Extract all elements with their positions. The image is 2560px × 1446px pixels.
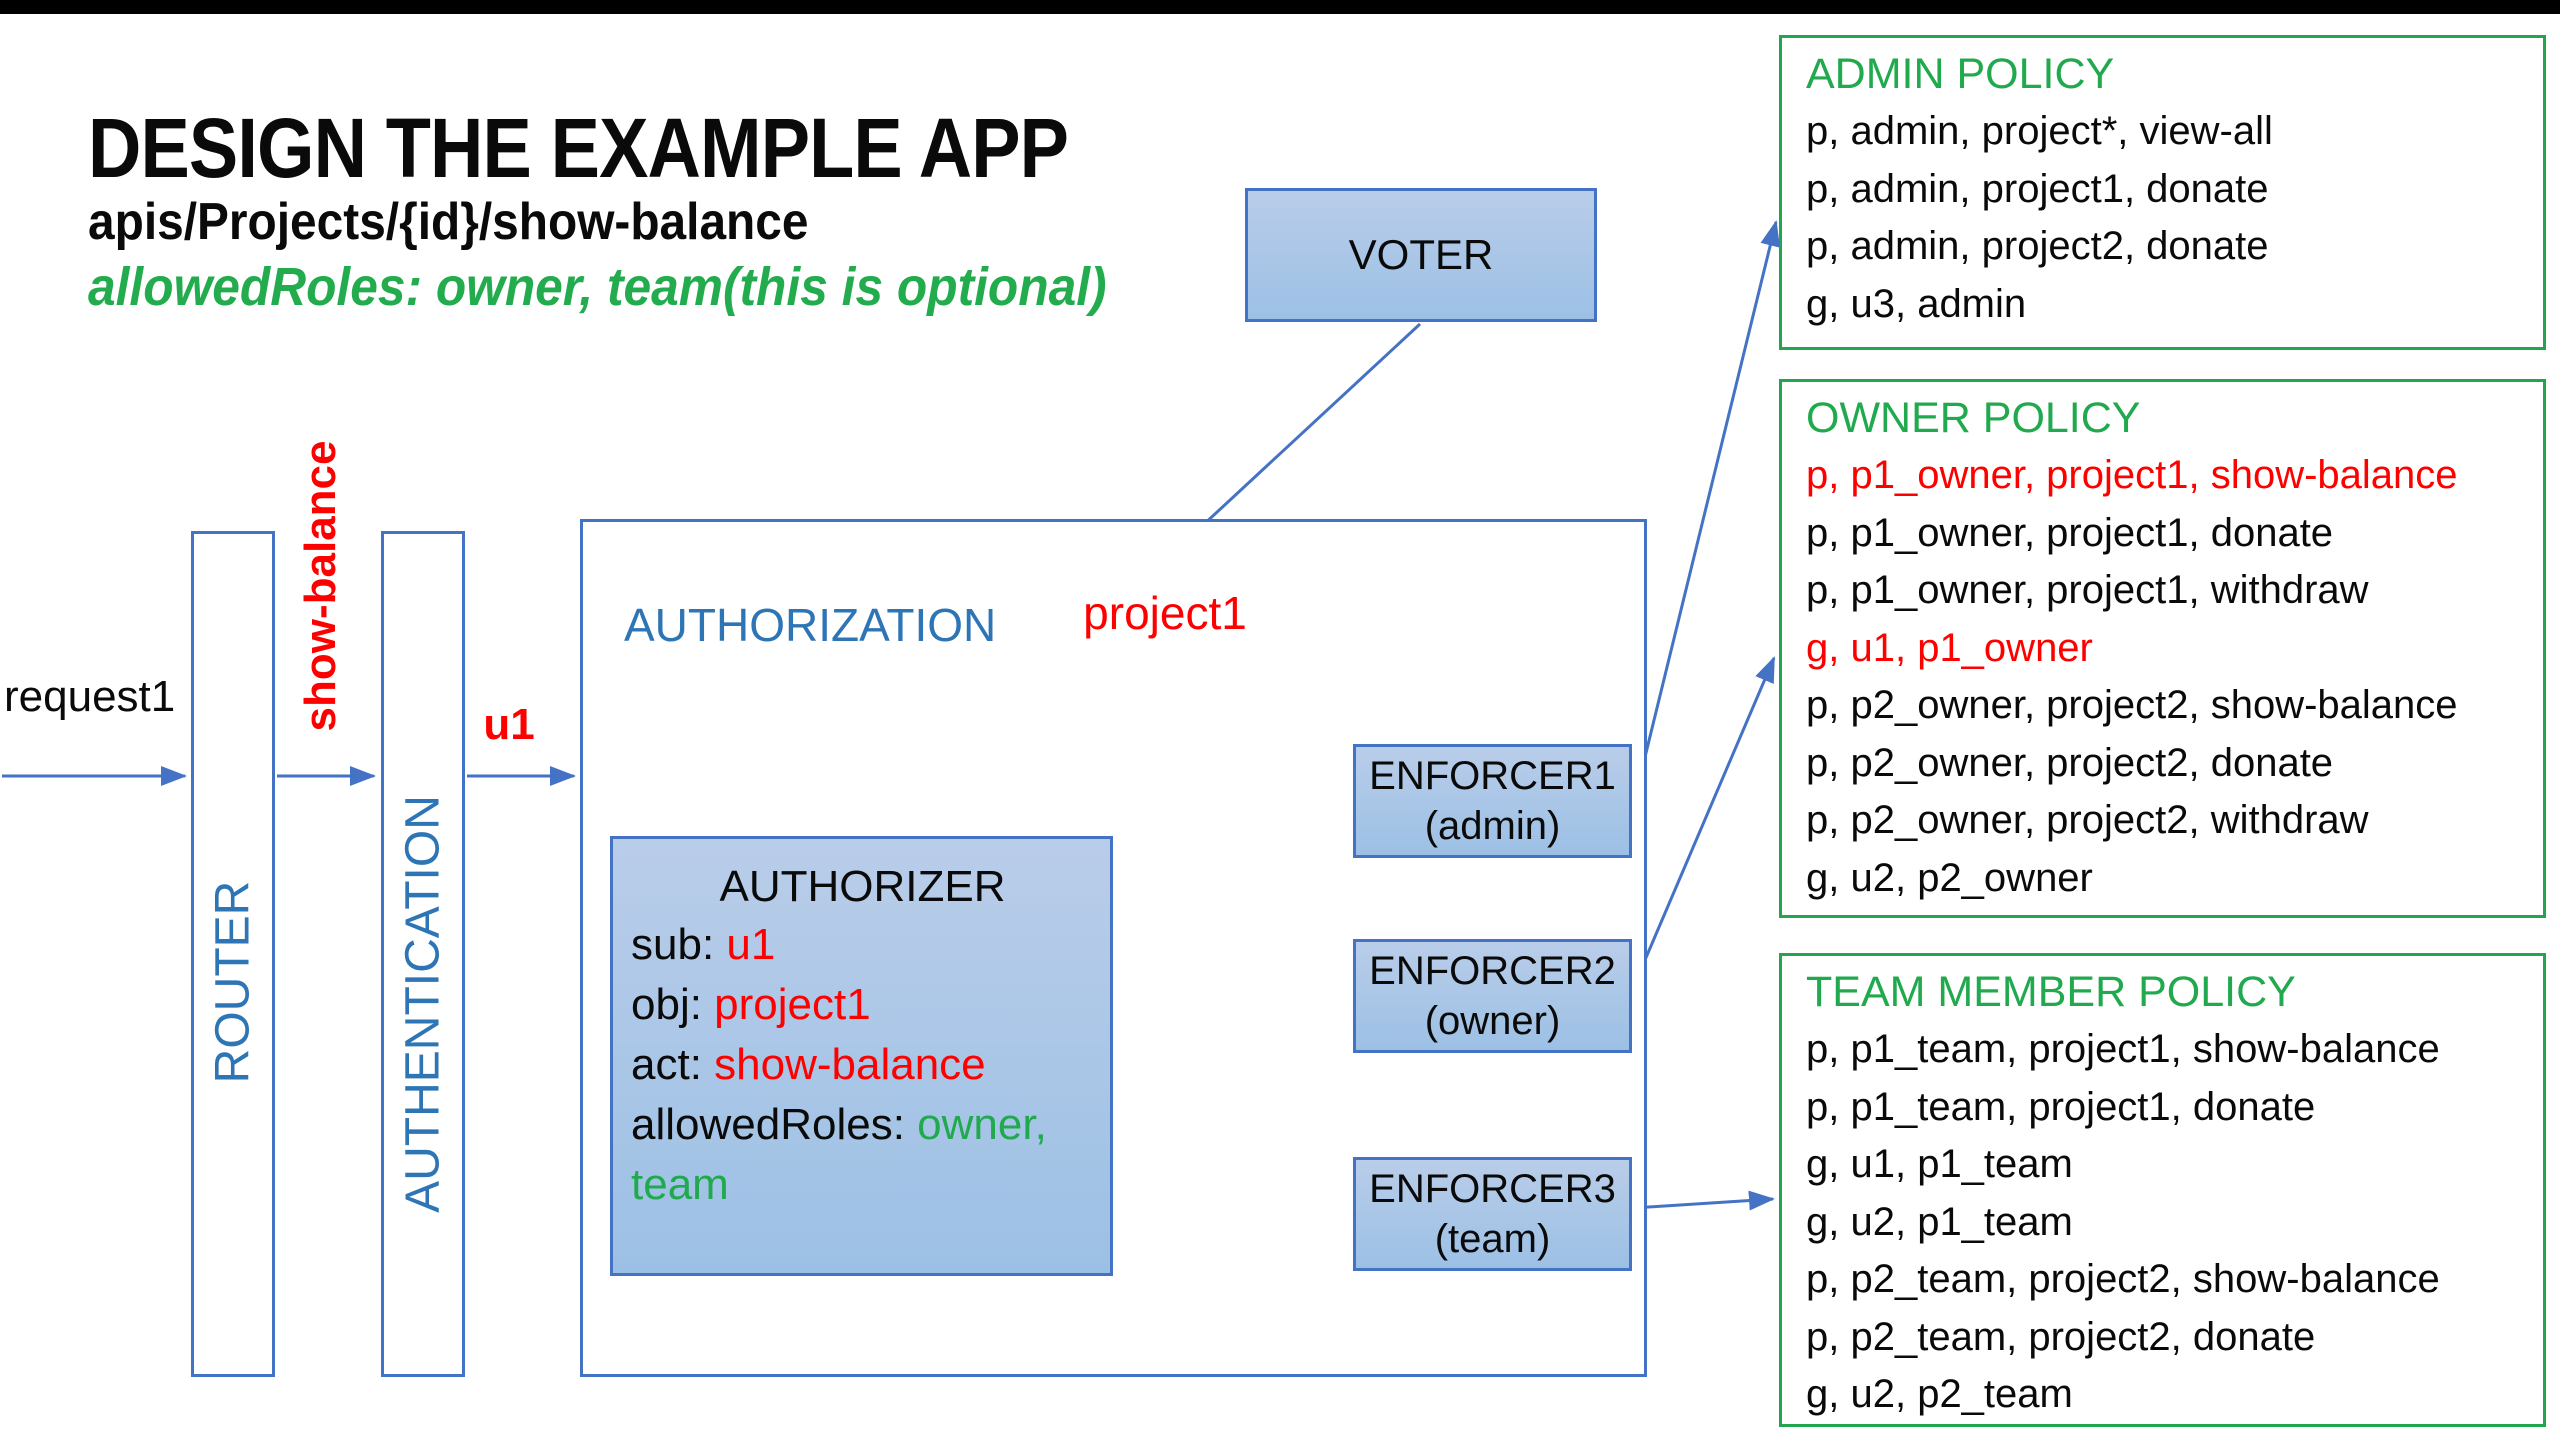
team-member-policy-box: TEAM MEMBER POLICY p, p1_team, project1,… (1779, 953, 2546, 1427)
policy-row: g, u2, p2_owner (1806, 855, 2093, 900)
policy-row: p, p2_owner, project2, donate (1806, 740, 2334, 785)
router-label: ROUTER (206, 880, 260, 1084)
policy-row: p, p2_owner, project2, show-balance (1806, 683, 2458, 727)
policy-row: g, u2, p1_team (1806, 1199, 2073, 1244)
authentication-box: AUTHENTICATION (381, 531, 465, 1377)
authorizer-field-sub: sub: u1 (631, 915, 1094, 975)
enforcer1-box: ENFORCER1 (admin) (1353, 744, 1632, 858)
policy-row: p, p1_team, project1, donate (1806, 1084, 2316, 1129)
enforcer2-name: ENFORCER2 (1369, 949, 1616, 993)
policy-row: p, admin, project1, donate (1806, 166, 2269, 211)
authentication-label: AUTHENTICATION (396, 795, 450, 1213)
policy-row: p, p2_team, project2, donate (1806, 1314, 2316, 1359)
policy-row: g, u1, p1_owner (1806, 625, 2093, 670)
policy-row: g, u1, p1_team (1806, 1142, 2073, 1186)
voter-label: VOTER (1348, 231, 1494, 278)
enforcer3-name: ENFORCER3 (1369, 1167, 1616, 1211)
policy-row: p, p2_owner, project2, withdraw (1806, 798, 2369, 842)
field-value: u1 (726, 920, 776, 969)
authorizer-field-allowedroles: allowedRoles: owner, team (631, 1095, 1094, 1215)
admin-policy-box: ADMIN POLICY p, admin, project*, view-al… (1779, 35, 2546, 350)
arrow-enforcer3-to-team-policy (1632, 1190, 1775, 1211)
owner-policy-title: OWNER POLICY (1806, 394, 2141, 442)
admin-policy-title: ADMIN POLICY (1806, 50, 2115, 98)
team-member-policy-title: TEAM MEMBER POLICY (1806, 968, 2296, 1016)
page-title: DESIGN THE EXAMPLE APP (88, 101, 1069, 195)
authorizer-box: AUTHORIZER sub: u1 obj: project1 act: sh… (610, 836, 1113, 1276)
policy-row: p, p1_owner, project1, withdraw (1806, 568, 2369, 612)
policy-row: p, admin, project*, view-all (1806, 109, 2273, 153)
policy-row: g, u2, p2_team (1806, 1372, 2073, 1416)
field-value: owner, team (631, 1100, 1047, 1209)
field-label: sub: (631, 920, 727, 969)
enforcer3-box: ENFORCER3 (team) (1353, 1157, 1632, 1271)
authorizer-field-obj: obj: project1 (631, 975, 1094, 1035)
authorizer-field-act: act: show-balance (631, 1035, 1094, 1095)
voter-box: VOTER (1245, 188, 1597, 322)
allowed-roles-note: allowedRoles: owner, team(this is option… (88, 257, 1107, 317)
policy-row: p, p1_team, project1, show-balance (1806, 1027, 2440, 1071)
request1-label: request1 (4, 672, 176, 721)
policy-row: p, p1_owner, project1, donate (1806, 510, 2334, 555)
enforcer1-name: ENFORCER1 (1369, 754, 1616, 798)
field-value: show-balance (714, 1040, 986, 1089)
authorizer-title: AUTHORIZER (719, 862, 1006, 911)
show-balance-label: show-balance (296, 440, 345, 732)
field-value: project1 (714, 980, 871, 1029)
enforcer2-role: (owner) (1424, 999, 1561, 1043)
u1-label: u1 (483, 700, 535, 749)
enforcer1-role: (admin) (1424, 804, 1561, 848)
policy-row: p, p1_owner, project1, show-balance (1806, 453, 2458, 497)
field-label: obj: (631, 980, 715, 1029)
enforcer2-box: ENFORCER2 (owner) (1353, 939, 1632, 1053)
policy-row: p, admin, project2, donate (1806, 224, 2269, 268)
owner-policy-box: OWNER POLICY p, p1_owner, project1, show… (1779, 379, 2546, 918)
arrow-enforcer1-to-admin-policy (1631, 220, 1781, 807)
router-box: ROUTER (191, 531, 275, 1377)
api-route-subtitle: apis/Projects/{id}/show-balance (88, 193, 809, 251)
field-label: allowedRoles: (631, 1100, 918, 1149)
policy-row: p, p2_team, project2, show-balance (1806, 1257, 2440, 1301)
arrow-enforcer2-to-owner-policy (1631, 656, 1776, 989)
authorization-label: AUTHORIZATION (624, 599, 997, 651)
enforcer3-role: (team) (1434, 1217, 1551, 1261)
project1-label: project1 (1083, 587, 1247, 639)
policy-row: g, u3, admin (1806, 281, 2027, 326)
field-label: act: (631, 1040, 715, 1089)
top-black-bar (0, 0, 2560, 14)
